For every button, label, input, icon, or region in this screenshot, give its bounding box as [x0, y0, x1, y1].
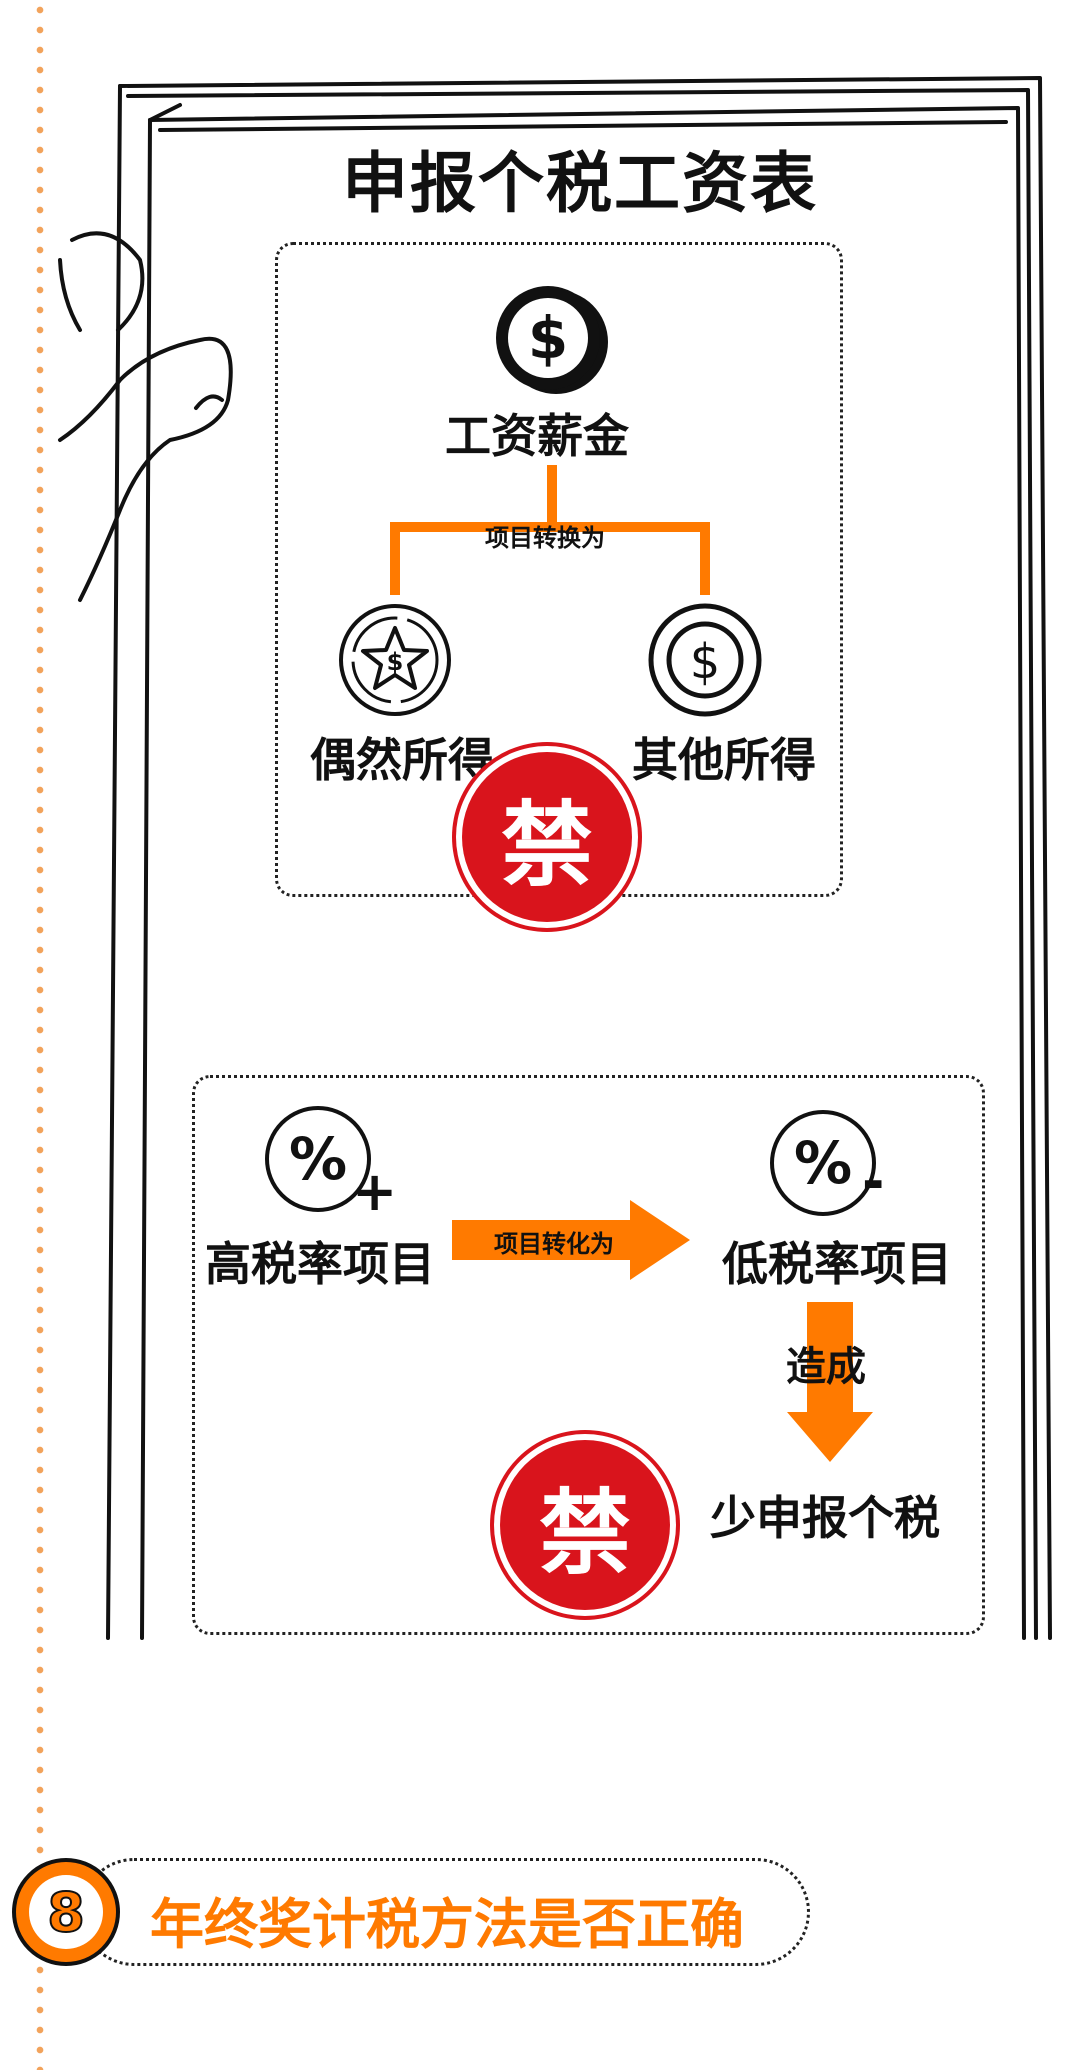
- tax-rate-conversion-box: [192, 1075, 985, 1635]
- arrow-label: 项目转化为: [494, 1230, 614, 1258]
- svg-text:$: $: [690, 634, 721, 690]
- conversion-label: 项目转换为: [485, 524, 605, 552]
- prohibited-stamp: 禁: [500, 1440, 670, 1610]
- svg-text:$: $: [528, 304, 568, 372]
- dotted-rail: [36, 0, 44, 2070]
- salary-label: 工资薪金: [445, 409, 629, 463]
- high-rate-label: 高税率项目: [205, 1237, 435, 1291]
- section-number-badge: 8: [12, 1858, 120, 1966]
- orange-connector: [390, 465, 710, 595]
- section-heading: 年终奖计税方法是否正确: [150, 1893, 744, 1956]
- right-arrow: [452, 1200, 690, 1280]
- cause-label: 造成: [786, 1344, 866, 1390]
- occasional-income-label: 偶然所得: [310, 733, 494, 787]
- low-rate-label: 低税率项目: [722, 1237, 952, 1291]
- percent-plus-icon: %: [265, 1106, 371, 1212]
- svg-text:$: $: [387, 648, 404, 676]
- paper-sheet-illustration: [58, 76, 1052, 1640]
- dollar-coin-icon: $: [648, 603, 762, 717]
- section-number: 8: [29, 1875, 103, 1949]
- sheet-title: 申报个税工资表: [342, 145, 818, 222]
- other-income-label: 其他所得: [632, 733, 816, 787]
- plus-sign: +: [352, 1160, 398, 1223]
- star-dollar-coin-icon: $: [339, 604, 451, 716]
- minus-sign: -: [862, 1150, 885, 1213]
- prohibited-stamp: 禁: [462, 752, 632, 922]
- result-label: 少申报个税: [710, 1491, 940, 1545]
- percent-minus-icon: %: [770, 1110, 876, 1216]
- down-arrow: [787, 1302, 873, 1462]
- dollar-coin-icon: $: [496, 286, 608, 394]
